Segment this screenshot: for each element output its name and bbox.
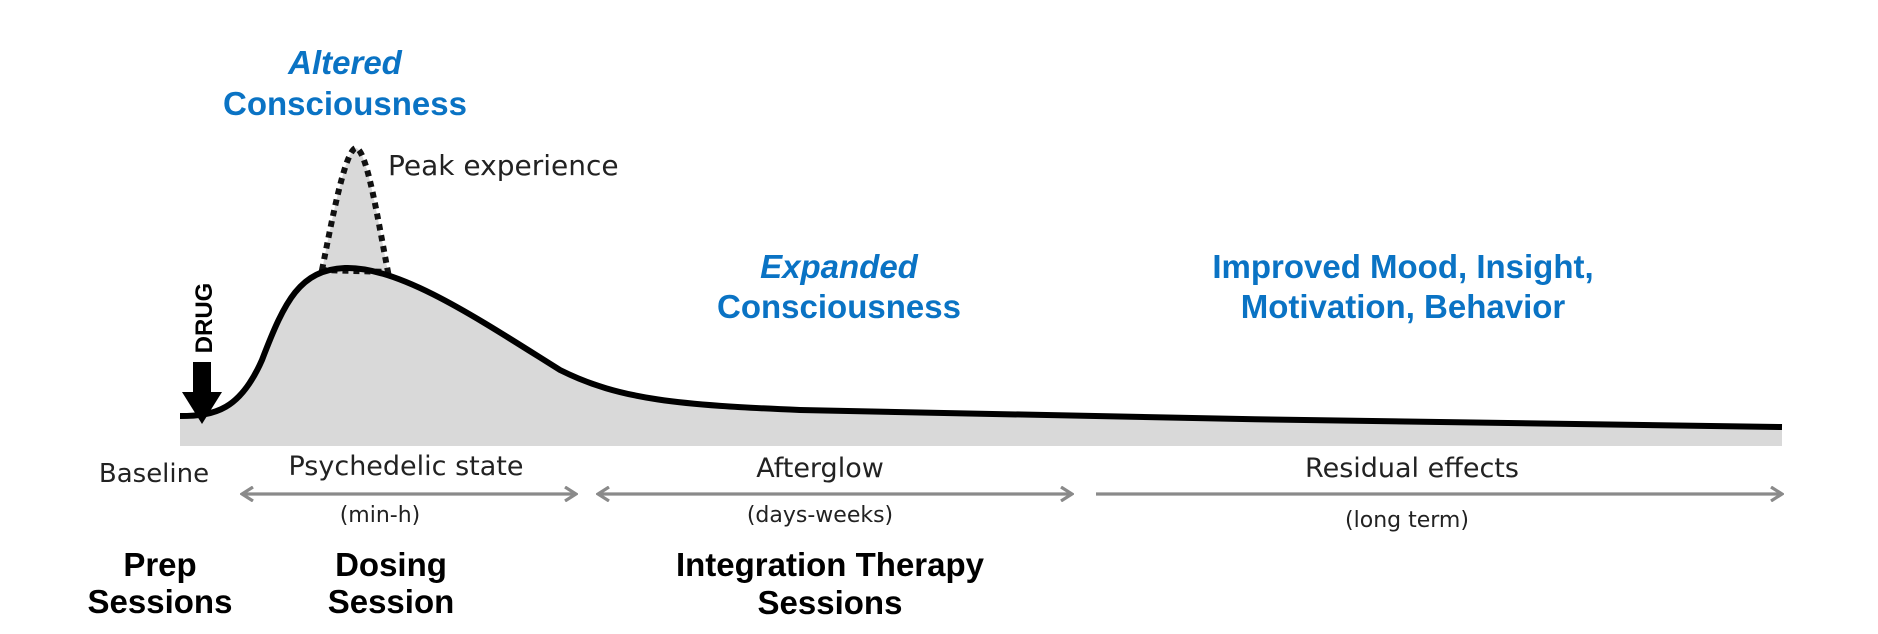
altered-consciousness-title-line1: Altered — [287, 44, 403, 81]
session-prep-line1: Prep — [123, 546, 196, 583]
period-label-psychedelic-state: Psychedelic state — [289, 451, 524, 482]
peak-experience-spike — [318, 144, 392, 276]
altered-consciousness-title-line2: Consciousness — [223, 85, 467, 122]
peak-experience-label: Peak experience — [388, 149, 619, 182]
effect-curve-area — [180, 267, 1782, 446]
improved-outcomes-title-line2: Motivation, Behavior — [1241, 288, 1566, 325]
expanded-consciousness-title-line2: Consciousness — [717, 288, 961, 325]
session-integration-line2: Sessions — [758, 584, 903, 621]
drug-administration-arrow — [182, 362, 222, 424]
expanded-consciousness-title-line1: Expanded — [760, 248, 919, 285]
period-duration-residual-effects: (long term) — [1345, 508, 1469, 533]
effect-curve-line — [179, 264, 1783, 430]
session-prep-line2: Sessions — [88, 583, 233, 620]
drug-label: DRUG — [191, 283, 218, 354]
period-label-afterglow: Afterglow — [756, 453, 884, 484]
period-duration-psychedelic-state: (min-h) — [340, 503, 421, 528]
improved-outcomes-title-line1: Improved Mood, Insight, — [1212, 248, 1593, 285]
session-dosing-line2: Session — [328, 583, 455, 620]
period-duration-afterglow: (days-weeks) — [747, 503, 893, 528]
baseline-label: Baseline — [99, 459, 209, 489]
session-integration-line1: Integration Therapy — [676, 546, 985, 583]
session-dosing-line1: Dosing — [335, 546, 447, 583]
period-label-residual-effects: Residual effects — [1305, 453, 1519, 484]
